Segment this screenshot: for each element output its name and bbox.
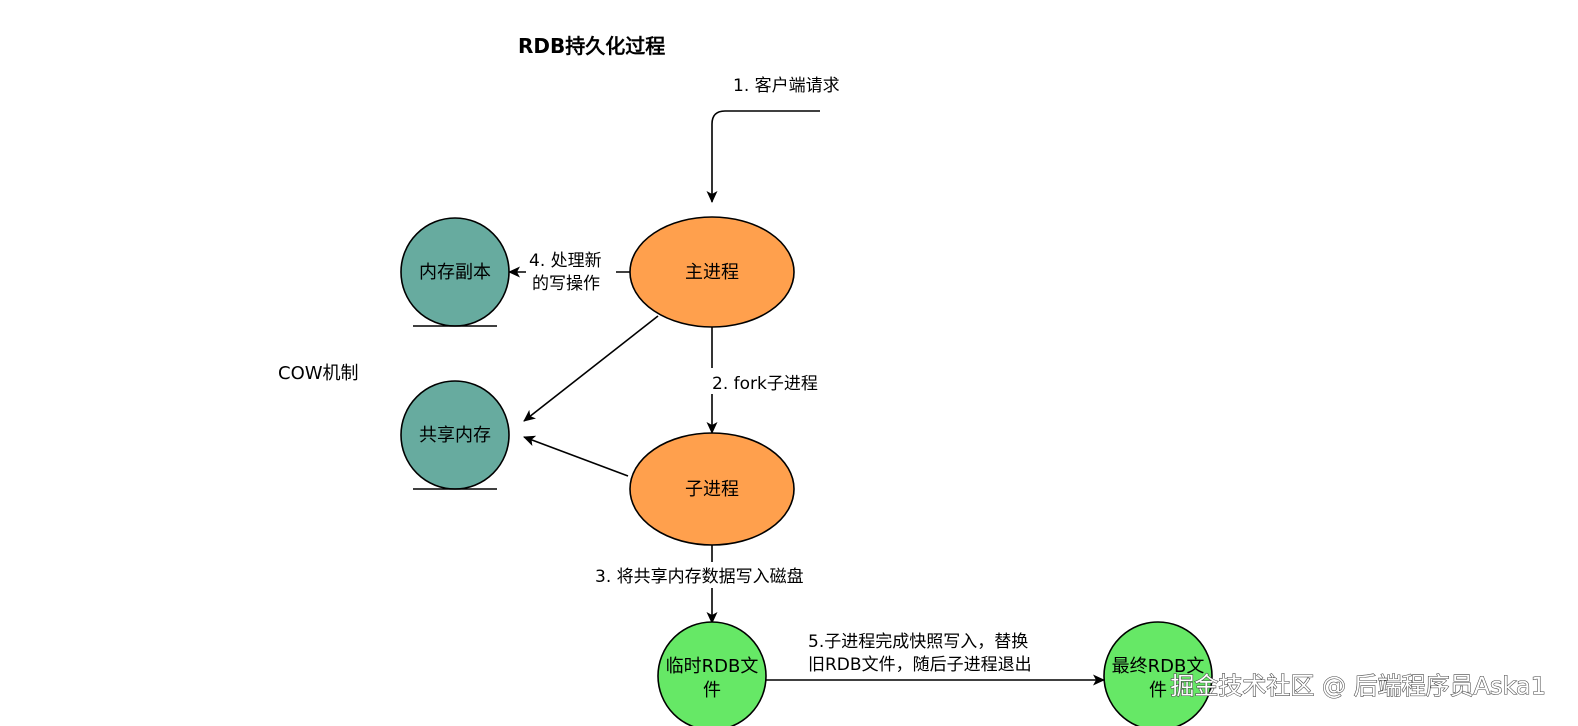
main-process-label: 主进程 — [685, 262, 739, 283]
edge-label-fork-child: 2. fork子进程 — [712, 374, 818, 394]
edge-label-write-disk: 3. 将共享内存数据写入磁盘 — [595, 567, 804, 587]
memory-copy-label: 内存副本 — [419, 262, 491, 283]
edge-label-handle-write-line2: 的写操作 — [532, 274, 600, 294]
final-rdb-file-label-line1: 最终RDB文 — [1112, 656, 1205, 677]
edge-client-request — [706, 110, 820, 203]
edge-child-to-shared-memory — [523, 435, 629, 477]
main-process-node — [629, 216, 795, 328]
cow-mechanism-note: COW机制 — [278, 363, 359, 384]
edge-label-replace-line2: 旧RDB文件，随后子进程退出 — [808, 655, 1032, 675]
temp-rdb-file-label-line2: 件 — [703, 680, 721, 701]
diagram-title: RDB持久化过程 — [518, 34, 665, 58]
temp-rdb-file-node — [657, 621, 767, 726]
child-process-label: 子进程 — [685, 479, 739, 500]
edge-label-client-request: 1. 客户端请求 — [733, 76, 840, 96]
final-rdb-file-node — [1103, 621, 1213, 726]
watermark: 掘金技术社区 @ 后端程序员Aska1 — [1170, 672, 1546, 700]
child-process-node — [629, 432, 795, 546]
final-rdb-file-label-line2: 件 — [1149, 680, 1167, 701]
edge-label-handle-write-line1: 4. 处理新 — [529, 251, 602, 271]
edge-main-to-shared-memory — [523, 315, 659, 422]
shared-memory-label: 共享内存 — [419, 425, 491, 446]
edge-label-replace-line1: 5.子进程完成快照写入，替换 — [808, 632, 1028, 652]
temp-rdb-file-label-line1: 临时RDB文 — [666, 656, 759, 677]
